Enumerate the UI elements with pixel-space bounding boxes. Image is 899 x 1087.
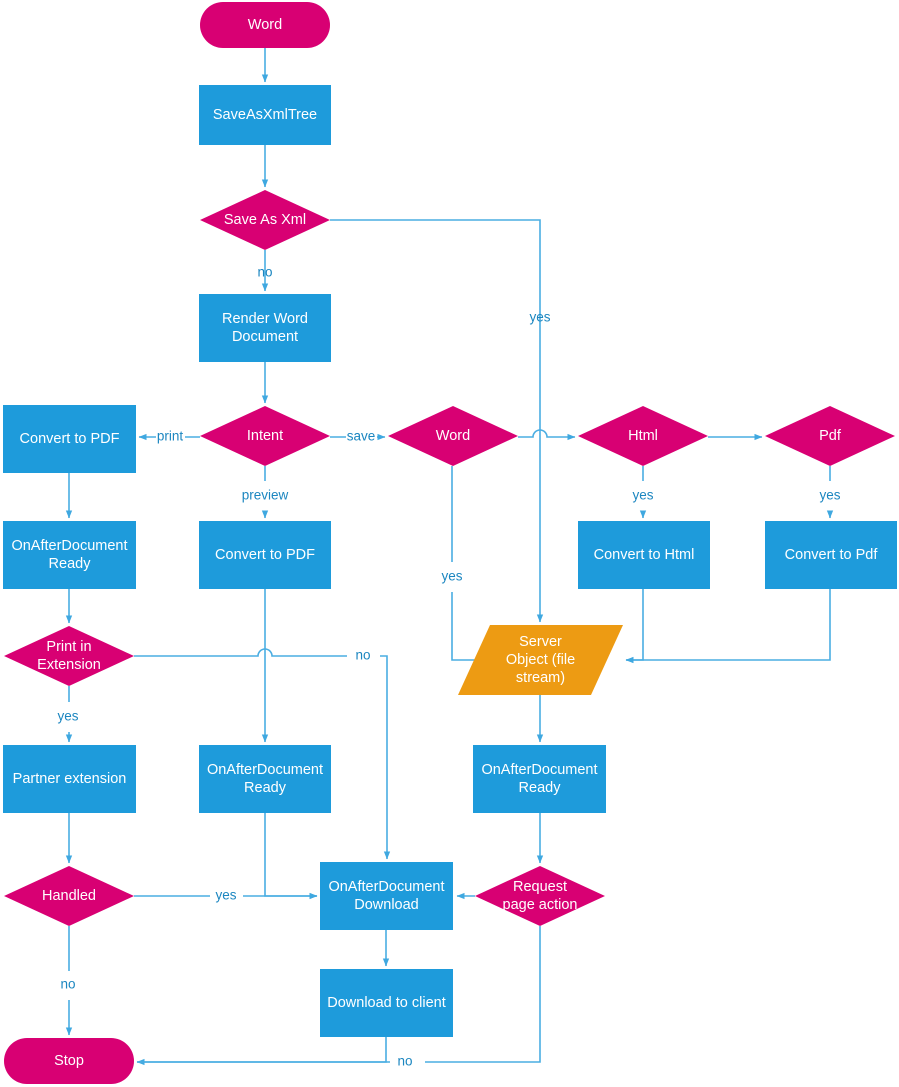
edge-label-lbl_yes_savexml: yes <box>529 310 550 325</box>
edge-label-lbl_yes_pdf: yes <box>819 488 840 503</box>
node-pdf_decision[interactable]: Pdf <box>765 406 895 466</box>
node-save_as_xml[interactable]: Save As Xml <box>200 190 330 250</box>
process-shape <box>765 521 897 589</box>
process-shape <box>578 521 710 589</box>
process-shape <box>3 521 136 589</box>
edge-label-lbl_yes_word: yes <box>441 569 462 584</box>
node-convert_html[interactable]: Convert to Html <box>578 521 710 589</box>
edge-worddecision-yes-to-serverobject <box>451 466 484 660</box>
node-convert_pdf_mid[interactable]: Convert to PDF <box>199 521 331 589</box>
edge-saveasxml-yes-to-serverobject <box>330 219 544 623</box>
decision-shape <box>388 406 518 466</box>
edge-labels-layer: no yes print save preview yes yes yes yes no yes no… <box>57 265 840 1069</box>
decision-shape <box>200 190 330 250</box>
process-shape <box>320 969 453 1037</box>
node-download_client[interactable]: Download to client <box>320 969 453 1037</box>
process-shape <box>199 745 331 813</box>
edge-label-lbl_yes_printext: yes <box>57 709 78 724</box>
process-shape <box>473 745 606 813</box>
node-convert_pdf_left[interactable]: Convert to PDF <box>3 405 136 473</box>
decision-shape <box>4 626 134 686</box>
edge-oadrmid-to-oaddownload <box>264 813 318 900</box>
edge-convertpdfright-to-serverobject <box>625 589 831 664</box>
edge-label-lbl_no_request: no <box>397 1054 412 1069</box>
node-word_start[interactable]: Word <box>200 2 330 48</box>
edge-label-lbl_no_handled: no <box>60 977 75 992</box>
decision-shape <box>4 866 134 926</box>
process-shape <box>3 405 136 473</box>
edge-label-lbl_save: save <box>347 429 376 444</box>
process-shape <box>199 294 331 362</box>
node-partner_ext[interactable]: Partner extension <box>3 745 136 813</box>
edges-layer: Render Word Document --> (right, then do… <box>69 48 831 1066</box>
edge-requestpage-no-to-stop <box>137 926 541 1063</box>
decision-shape <box>765 406 895 466</box>
edge-label-lbl_print: print <box>157 429 184 444</box>
node-stop[interactable]: Stop <box>4 1038 134 1084</box>
edge-label-lbl_no_printext: no <box>355 648 370 663</box>
process-shape <box>320 862 453 930</box>
node-intent[interactable]: Intent <box>200 406 330 466</box>
edge-converthtml-to-serverobject <box>625 589 644 664</box>
node-save_as_xml_tree[interactable]: SaveAsXmlTree <box>199 85 331 145</box>
process-shape <box>199 85 331 145</box>
edge-label-lbl_no_savexml: no <box>257 265 272 280</box>
edge-worddecision-to-htmldecision <box>518 429 576 441</box>
node-html_decision[interactable]: Html <box>578 406 708 466</box>
data-shape <box>458 625 623 695</box>
process-shape <box>3 745 136 813</box>
decision-shape <box>475 866 605 926</box>
terminator-shape <box>200 2 330 48</box>
decision-shape <box>200 406 330 466</box>
process-shape <box>199 521 331 589</box>
edge-downloadclient-to-stop <box>136 1037 387 1066</box>
edge-label-lbl_preview: preview <box>242 488 289 503</box>
node-word_decision[interactable]: Word <box>388 406 518 466</box>
decision-shape <box>578 406 708 466</box>
node-handled[interactable]: Handled <box>4 866 134 926</box>
terminator-shape <box>4 1038 134 1084</box>
node-convert_pdf_right[interactable]: Convert to Pdf <box>765 521 897 589</box>
edge-label-lbl_yes_html: yes <box>632 488 653 503</box>
edge-label-lbl_yes_handled: yes <box>215 888 236 903</box>
